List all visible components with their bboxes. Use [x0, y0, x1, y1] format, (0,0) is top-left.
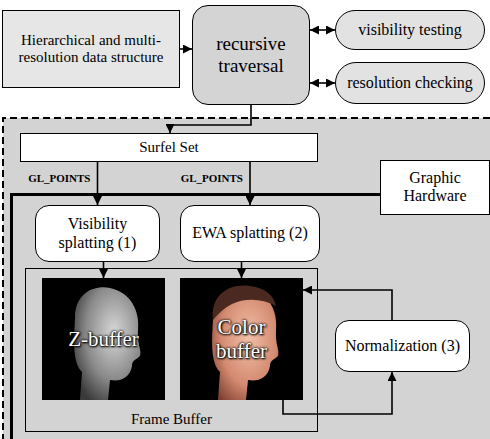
hair-shape [213, 286, 276, 320]
edge-label: GL_POINTS [28, 172, 90, 184]
node-label: Surfel Set [139, 139, 199, 156]
connector [241, 262, 243, 278]
connector [103, 262, 105, 278]
buffer-image: Color buffer [180, 278, 303, 400]
process-box: EWA splatting (2) [180, 205, 320, 262]
hardware-region [3, 118, 490, 439]
process-box: Normalization (3) [335, 320, 470, 372]
connector [310, 82, 335, 84]
connector [283, 372, 392, 414]
data-structure-box: Hierarchical and multi-resolution data s… [2, 10, 180, 88]
connector [303, 290, 392, 320]
test-pill: resolution checking [335, 62, 485, 104]
buffer-image: Z-buffer [42, 278, 165, 400]
node-label: resolution checking [347, 74, 473, 92]
connector [249, 162, 251, 205]
node-label: Frame Buffer [26, 411, 317, 428]
connector [170, 105, 251, 133]
dashed-boundary [3, 118, 490, 439]
node-label: Hierarchical and multi-resolution data s… [9, 32, 173, 67]
node-label: EWA splatting (2) [192, 224, 308, 242]
connector [97, 162, 99, 205]
process-box: Visibility splatting (1) [35, 205, 160, 262]
node-label: visibility testing [358, 21, 462, 39]
node-label: Color buffer [202, 315, 282, 363]
edge-label: GL_POINTS [181, 172, 243, 184]
process-box: recursive traversal [192, 5, 310, 105]
z-buffer-image [42, 278, 165, 400]
connector [310, 29, 335, 31]
color-buffer-image [180, 278, 303, 400]
surfel-set-box: Surfel Set [20, 133, 318, 162]
connector [180, 48, 192, 50]
hardware-region: Graphic HardwareVisibility splatting (1)… [10, 193, 490, 439]
frame-buffer-box: Frame Buffer Z-buffer Color buffer [25, 268, 318, 432]
node-label: Normalization (3) [345, 337, 460, 355]
node-label: recursive traversal [199, 33, 303, 77]
node-label: Graphic Hardware [380, 160, 490, 215]
node-label: Visibility splatting (1) [42, 215, 153, 252]
test-pill: visibility testing [335, 10, 485, 50]
node-label: Z-buffer [68, 327, 139, 351]
